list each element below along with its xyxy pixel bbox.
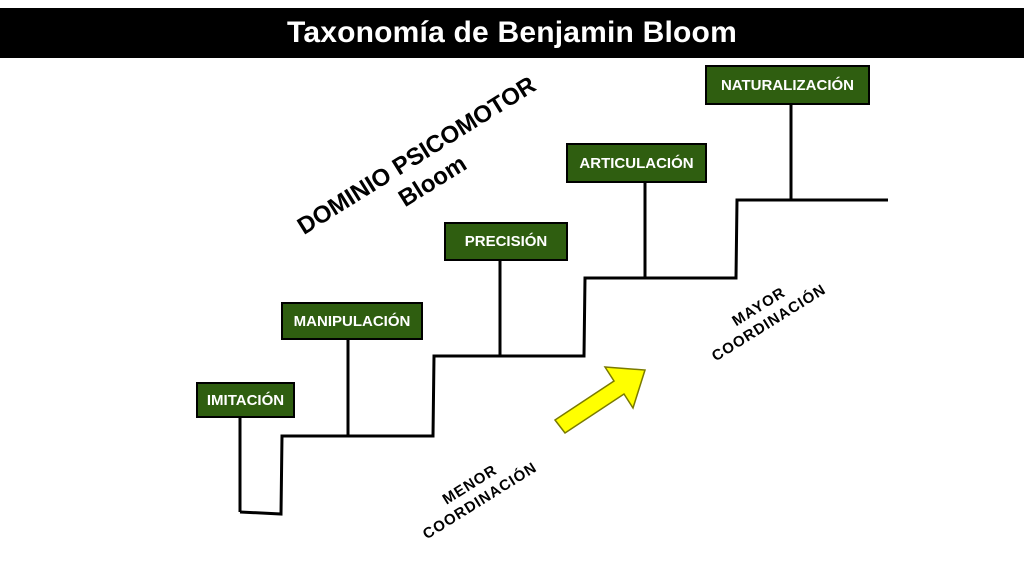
level-box-precision: PRECISIÓN [444,222,568,261]
level-label-articulacion: ARTICULACIÓN [579,154,694,172]
staircase-line [239,198,888,516]
progression-arrow [553,366,647,435]
slide-title: Taxonomía de Benjamin Bloom [287,16,737,49]
level-box-imitacion: IMITACIÓN [196,382,295,418]
level-box-naturalizacion: NATURALIZACIÓN [705,65,870,105]
level-label-precision: PRECISIÓN [464,233,548,250]
level-box-articulacion: ARTICULACIÓN [566,143,707,183]
level-box-manipulacion: MANIPULACIÓN [281,302,423,340]
level-label-manipulacion: MANIPULACIÓN [293,312,411,330]
level-label-naturalizacion: NATURALIZACIÓN [720,76,855,94]
level-label-imitacion: IMITACIÓN [206,391,285,409]
title-bar: Taxonomía de Benjamin Bloom [0,8,1024,58]
